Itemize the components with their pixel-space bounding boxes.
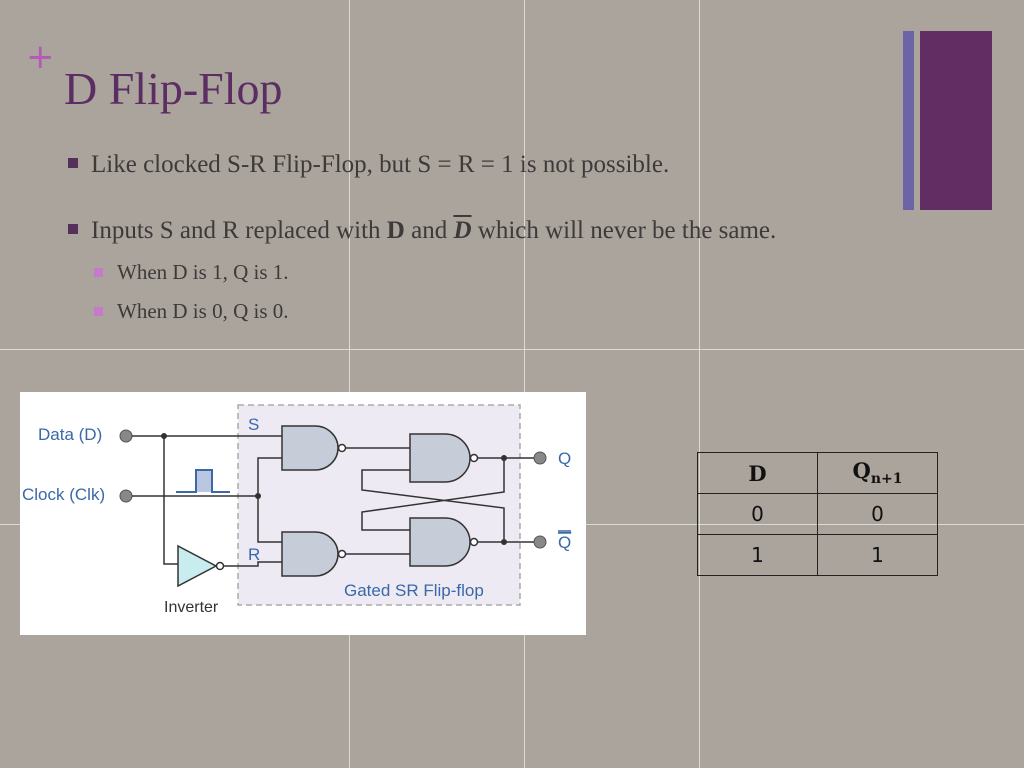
bullet-1: Like clocked S-R Flip-Flop, but S = R = … xyxy=(68,152,669,177)
clock-pulse-fill xyxy=(196,470,212,492)
truth-table: D Qn+1 0 0 1 1 xyxy=(697,452,938,576)
nand-gate-s-icon xyxy=(281,425,339,471)
square-subbullet-icon xyxy=(94,306,103,316)
subbullet-2-text: When D is 0, Q is 0. xyxy=(117,299,289,323)
feedback-wire-qbar xyxy=(361,469,505,542)
gate-q-bubble xyxy=(469,453,479,463)
gate-r-bubble xyxy=(337,549,347,559)
clock-pulse-icon xyxy=(176,469,230,493)
bullet-2-post: which will never be the same. xyxy=(471,217,777,244)
bullet-2-dbar: D xyxy=(453,217,472,244)
square-bullet-icon xyxy=(68,158,78,169)
square-subbullet-icon xyxy=(94,267,103,277)
header-q: Q xyxy=(852,458,871,484)
nand-gate-q-icon xyxy=(409,433,471,483)
s-label: S xyxy=(248,415,259,434)
inverter-icon xyxy=(177,544,218,588)
data-terminal xyxy=(119,429,133,443)
subbullet-2: When D is 0, Q is 0. xyxy=(94,301,289,322)
plus-icon: + xyxy=(26,37,55,77)
bullet-2-pre: Inputs S and R replaced with xyxy=(91,217,387,244)
header-d: D xyxy=(697,452,818,494)
table-header-row: D Qn+1 xyxy=(697,452,938,494)
feedback-wire-q xyxy=(361,458,505,531)
gate-s-bubble xyxy=(337,443,347,453)
table-cell: 0 xyxy=(817,493,938,535)
bullet-2: Inputs S and R replaced with D and D whi… xyxy=(68,218,776,243)
table-cell: 1 xyxy=(817,534,938,576)
square-bullet-icon xyxy=(68,224,78,235)
grid-line xyxy=(524,0,525,768)
grid-line xyxy=(699,0,700,768)
subbullet-1-text: When D is 1, Q is 1. xyxy=(117,260,289,284)
bullet-2-d: D xyxy=(386,217,405,244)
gated-box-label: Gated SR Flip-flop xyxy=(344,581,484,600)
clock-terminal xyxy=(119,489,133,503)
q-terminal xyxy=(533,451,547,465)
decorative-bar-thin xyxy=(903,31,914,210)
r-label: R xyxy=(248,545,260,564)
grid-line xyxy=(349,0,350,768)
clock-up-wire xyxy=(257,457,282,496)
slide-title: D Flip-Flop xyxy=(64,63,283,114)
gate-qbar-bubble xyxy=(469,537,479,547)
bullet-1-text: Like clocked S-R Flip-Flop, but S = R = … xyxy=(91,151,670,178)
table-cell: 1 xyxy=(697,534,818,576)
bullet-2-mid: and xyxy=(404,217,454,244)
inverter-out-wire xyxy=(224,561,282,567)
flip-flop-diagram: Data (D) Clock (Clk) S R Q Q Inverter Ga… xyxy=(20,392,586,635)
inverter-bubble xyxy=(215,561,225,571)
table-row: 0 0 xyxy=(697,493,938,535)
q-label: Q xyxy=(558,449,571,468)
data-label: Data (D) xyxy=(38,425,102,444)
inverter-label: Inverter xyxy=(164,599,219,616)
nand-gate-r-icon xyxy=(281,531,339,577)
qbar-terminal xyxy=(533,535,547,549)
clock-label: Clock (Clk) xyxy=(22,485,105,504)
subbullet-1: When D is 1, Q is 1. xyxy=(94,262,289,283)
table-cell: 0 xyxy=(697,493,818,535)
clock-down-wire xyxy=(257,496,282,543)
nand-gate-qbar-icon xyxy=(409,517,471,567)
qbar-label: Q xyxy=(558,533,571,552)
header-qn1: Qn+1 xyxy=(817,452,938,494)
table-row: 1 1 xyxy=(697,534,938,576)
data-to-inverter-wire xyxy=(163,436,178,565)
decorative-bar-wide xyxy=(920,31,992,210)
grid-line xyxy=(0,349,1024,350)
header-q-subscript: n+1 xyxy=(870,471,903,488)
